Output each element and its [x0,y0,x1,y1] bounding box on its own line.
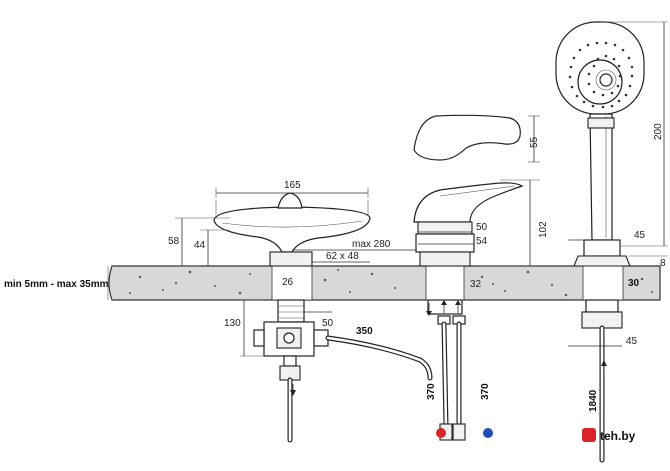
dim-shower-hose: 1840 [588,389,599,412]
dim-holder-stem: 30 [628,278,640,289]
hand-shower [555,21,645,463]
shower-dimensions: 200 45 8 30 45 1840 [568,21,668,412]
dim-spout-width: 165 [284,180,301,191]
lever-detail: 55 [413,114,540,163]
bath-spout [213,192,371,443]
dim-hose-main: 350 [356,326,373,337]
dim-shower-height: 200 [653,123,664,140]
dim-spout-stem: 26 [282,277,294,288]
supply-hoses: 370 370 [426,315,491,441]
hot-water-indicator [436,428,446,438]
dim-spout-height-body: 44 [194,240,206,251]
dim-lever-height: 55 [529,136,540,148]
dim-holder-nut: 45 [626,336,638,347]
dim-spout-below: 130 [224,318,241,329]
dim-holder-width: 45 [634,230,646,241]
spout-dimensions: 165 58 44 max 280 62 x 48 26 130 50 [168,180,430,357]
mount-thickness-label: min 5mm - max 35mm [4,279,109,290]
cold-water-indicator [483,428,493,438]
logo-icon [582,428,596,442]
dim-mixer-height: 102 [538,221,549,238]
mixer-dimensions: 102 50 54 32 [418,179,549,290]
flow-arrows [426,300,461,316]
dim-nut-size: 62 x 48 [326,251,359,262]
dim-spout-height-total: 58 [168,236,180,247]
dim-holder-base: 8 [660,258,666,269]
dim-hose-hot: 370 [480,383,491,400]
dim-mixer-body: 50 [476,222,488,233]
site-watermark: teh.by [582,428,636,443]
mixer-body [413,182,524,315]
countertop [108,265,661,301]
dim-hole-spacing: max 280 [352,239,391,250]
watermark-text: teh.by [600,429,636,443]
dim-spout-fitting: 50 [322,318,334,329]
dim-mixer-stem: 32 [470,279,482,290]
dim-hose-cold: 370 [426,383,437,400]
dim-mixer-base: 54 [476,236,488,247]
